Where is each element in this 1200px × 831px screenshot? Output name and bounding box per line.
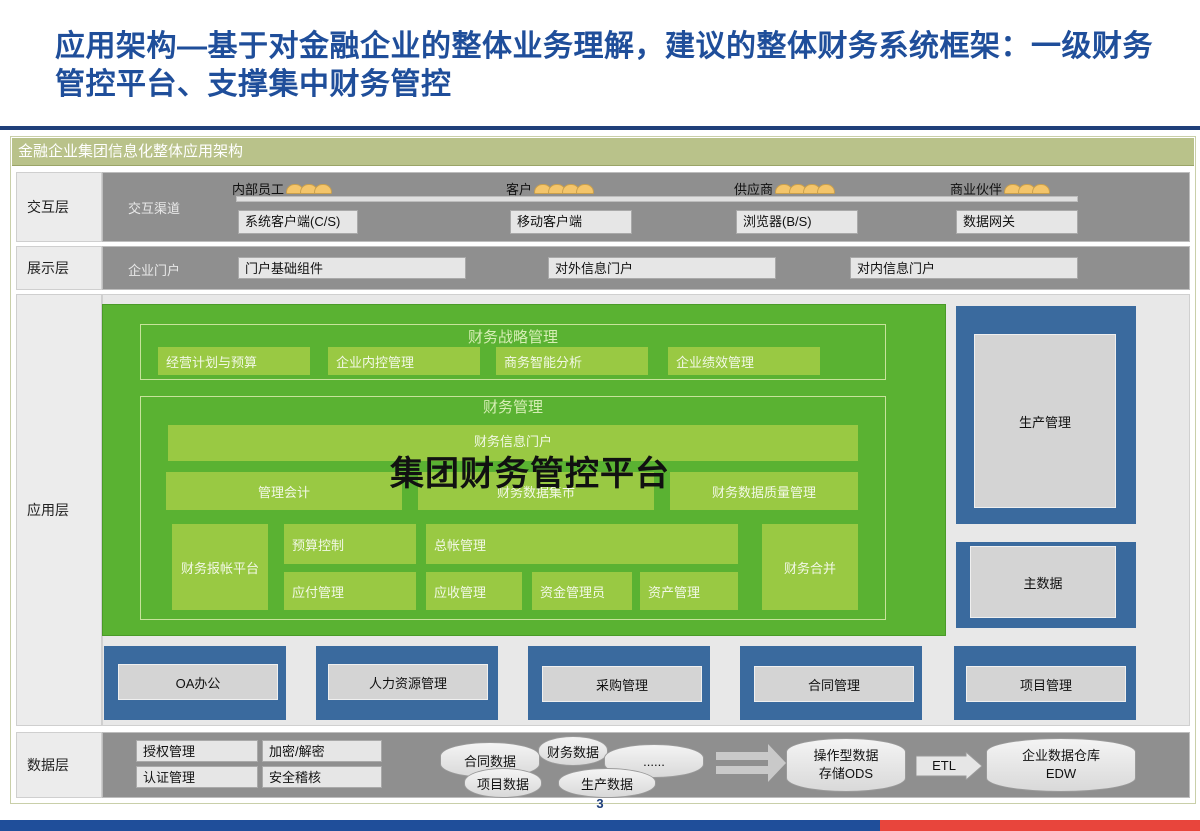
- layer-label-presentation: 展示层: [16, 246, 102, 290]
- master-data: 主数据: [970, 546, 1116, 618]
- portal-external: 对外信息门户: [548, 257, 776, 279]
- finance-frame: [140, 396, 886, 620]
- channel-bar: [236, 196, 1078, 202]
- receivables: 应收管理: [426, 572, 522, 610]
- user-icon: [817, 183, 836, 194]
- user-icon: [576, 183, 595, 194]
- authorization: 授权管理: [136, 740, 258, 762]
- budget-control: 预算控制: [284, 524, 416, 564]
- encryption: 加密/解密: [262, 740, 382, 762]
- layer-label-data: 数据层: [16, 732, 102, 798]
- oa-office: OA办公: [118, 664, 278, 700]
- production-management: 生产管理: [974, 334, 1116, 508]
- finance-portal: 财务信息门户: [168, 425, 858, 461]
- financial-consolidation: 财务合并: [762, 524, 858, 610]
- assets: 资产管理: [640, 572, 738, 610]
- footer-bar-red: [880, 820, 1200, 831]
- ods-line-1: 操作型数据: [813, 748, 879, 763]
- security-audit: 安全稽核: [262, 766, 382, 788]
- strategy-item-bi: 商务智能分析: [496, 347, 648, 375]
- arrow-right-icon: [768, 744, 786, 782]
- cylinder-production-data: 生产数据: [558, 768, 656, 798]
- general-ledger: 总帐管理: [426, 524, 738, 564]
- edw-line-1: 企业数据仓库: [1021, 748, 1100, 763]
- layer-label-application: 应用层: [16, 294, 102, 726]
- client-mobile: 移动客户端: [510, 210, 632, 234]
- platform-title: 集团财务管控平台: [390, 455, 670, 493]
- project-management: 项目管理: [966, 666, 1126, 702]
- page-number: 3: [596, 796, 604, 811]
- ods-line-2: 存储ODS: [818, 766, 874, 781]
- client-browser: 浏览器(B/S): [736, 210, 858, 234]
- procurement-management: 采购管理: [542, 666, 702, 702]
- etl-arrow-icon: [916, 752, 982, 780]
- portal-internal: 对内信息门户: [850, 257, 1078, 279]
- user-supplier: 供应商: [734, 179, 836, 198]
- etl-label: ETL: [932, 758, 956, 773]
- strategy-item-budget: 经营计划与预算: [158, 347, 310, 375]
- user-icon: [314, 183, 333, 194]
- arrow-shaft-2: [716, 766, 770, 774]
- cylinder-finance-data: 财务数据: [538, 736, 608, 766]
- payables: 应付管理: [284, 572, 416, 610]
- layer-label-interaction: 交互层: [16, 172, 102, 242]
- edw-cylinder: 企业数据仓库 EDW: [986, 738, 1136, 792]
- frame-header: 金融企业集团信息化整体应用架构: [12, 138, 1194, 166]
- arrow-shaft-1: [716, 752, 770, 760]
- arrow-head: [768, 744, 786, 782]
- user-icon: [1032, 183, 1051, 194]
- client-cs: 系统客户端(C/S): [238, 210, 358, 234]
- portal-label: 企业门户: [128, 263, 181, 278]
- edw-line-2: EDW: [1045, 766, 1077, 781]
- channel-label: 交互渠道: [128, 201, 181, 216]
- portal-base-components: 门户基础组件: [238, 257, 466, 279]
- cylinder-project-data: 项目数据: [464, 768, 542, 798]
- reimbursement-platform: 财务报帐平台: [172, 524, 268, 610]
- user-customer: 客户: [506, 179, 595, 198]
- contract-management: 合同管理: [754, 666, 914, 702]
- user-internal: 内部员工: [232, 179, 333, 198]
- user-partner: 商业伙伴: [950, 179, 1051, 198]
- finance-data-quality: 财务数据质量管理: [670, 472, 858, 510]
- client-gateway: 数据网关: [956, 210, 1078, 234]
- management-accounting: 管理会计: [166, 472, 402, 510]
- strategy-item-performance: 企业绩效管理: [668, 347, 820, 375]
- strategy-item-internal-control: 企业内控管理: [328, 347, 480, 375]
- treasury: 资金管理员: [532, 572, 632, 610]
- finance-title: 财务管理: [482, 399, 543, 416]
- page-title: 应用架构—基于对金融企业的整体业务理解，建议的整体财务系统框架：一级财务管控平台…: [55, 30, 1153, 101]
- hr-management: 人力资源管理: [328, 664, 488, 700]
- footer-bar-blue: [0, 820, 880, 831]
- etl-arrow: [916, 752, 982, 780]
- strategy-title: 财务战略管理: [467, 329, 558, 346]
- architecture-frame: [10, 136, 1196, 804]
- strategy-frame: [140, 324, 886, 380]
- authentication: 认证管理: [136, 766, 258, 788]
- title-divider: [0, 126, 1200, 130]
- finance-data-mart: 财务数据集市: [418, 472, 654, 510]
- ods-cylinder: 操作型数据 存储ODS: [786, 738, 906, 792]
